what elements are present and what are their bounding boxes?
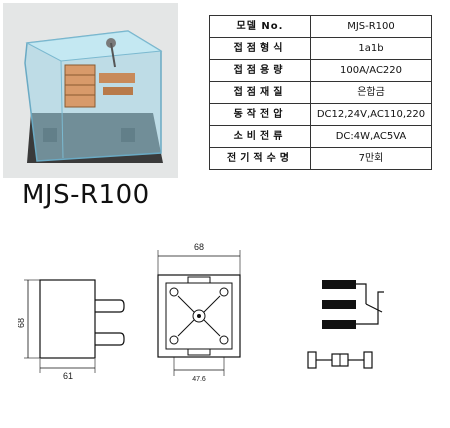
spec-table-header-row: 모델 No. MJS-R100 (209, 15, 432, 38)
side-width-dim: 61 (63, 371, 73, 380)
spec-row: 접점재질 은합금 (209, 81, 432, 104)
spec-value: DC12,24V,AC110,220 (310, 103, 432, 126)
terminal-bar-middle (322, 300, 356, 309)
spec-value: DC:4W,AC5VA (310, 125, 432, 148)
front-view-drawing: 68 47.6 (157, 242, 241, 383)
front-bottom-dim: 47.6 (192, 376, 206, 383)
spec-key: 접점재질 (209, 81, 311, 104)
side-view-drawing: 68 61 (18, 279, 125, 380)
spec-table: 모델 No. MJS-R100 접점형식 1a1b 접점용량 100A/AC22… (209, 15, 432, 170)
spec-row: 전기적수명 7만회 (209, 147, 432, 170)
terminal-bar-bottom (322, 320, 356, 329)
spec-row: 소비전류 DC:4W,AC5VA (209, 125, 432, 148)
circuit-symbol (307, 280, 384, 369)
front-top-dim: 68 (194, 242, 204, 252)
spec-value: 100A/AC220 (310, 59, 432, 82)
spec-value: 1a1b (310, 37, 432, 60)
spec-row: 접점용량 100A/AC220 (209, 59, 432, 82)
spec-key: 접점형식 (209, 37, 311, 60)
spec-value: 7만회 (310, 147, 432, 170)
side-height-dim: 68 (18, 318, 26, 328)
spec-value: 은합금 (310, 81, 432, 104)
spec-row: 동작전압 DC12,24V,AC110,220 (209, 103, 432, 126)
model-title: MJS-R100 (22, 180, 150, 210)
spec-value: MJS-R100 (310, 15, 432, 38)
terminal-bar-top (322, 280, 356, 289)
spec-key: 동작전압 (209, 103, 311, 126)
spec-row: 접점형식 1a1b (209, 37, 432, 60)
relay-photo (3, 3, 178, 178)
spec-key: 접점용량 (209, 59, 311, 82)
spec-key: 모델 No. (209, 15, 311, 38)
spec-key: 소비전류 (209, 125, 311, 148)
spec-key: 전기적수명 (209, 147, 311, 170)
